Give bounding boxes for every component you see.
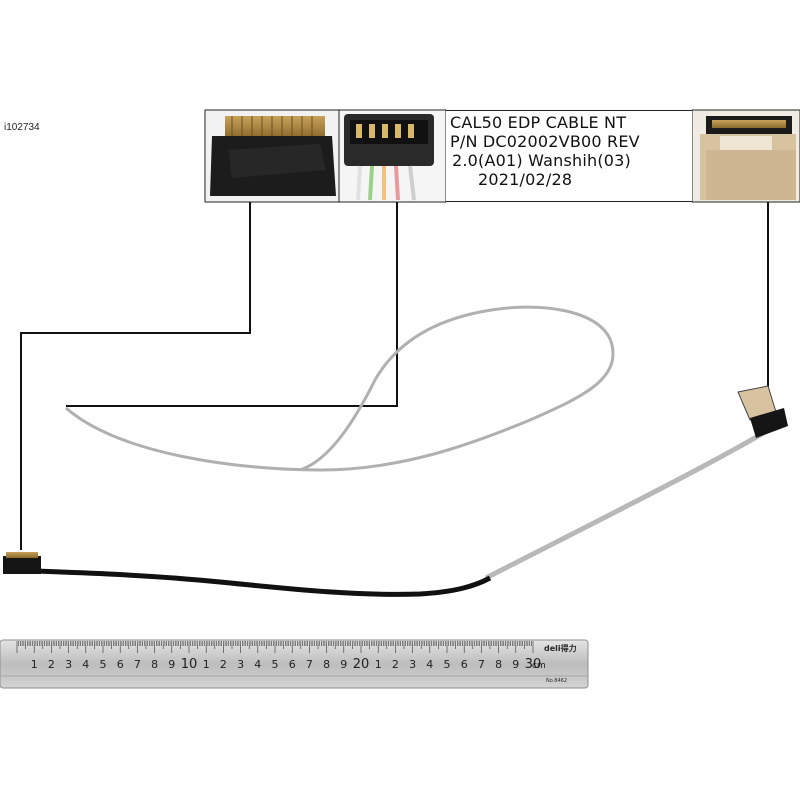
ruler-tick-label: 5 — [100, 658, 107, 671]
ruler-tick-label: 6 — [289, 658, 296, 671]
ruler-tick-label: 2 — [48, 658, 55, 671]
ruler-tick-label: 3 — [65, 658, 72, 671]
ruler-brand: deli得力 — [544, 644, 577, 653]
ruler-tick-label: 8 — [151, 658, 158, 671]
ruler-tick-label: 4 — [254, 658, 261, 671]
ruler-model-number: No.8462 — [546, 678, 568, 684]
ruler-tick-label: 6 — [461, 658, 468, 671]
sku-number: i102734 — [4, 122, 40, 133]
ruler-tick-label: 7 — [478, 658, 485, 671]
label-line-1: CAL50 EDP CABLE NT — [450, 113, 627, 132]
label-line-4: 2021/02/28 — [478, 170, 573, 189]
ruler-tick-label: 2 — [392, 658, 399, 671]
ruler-tick-label: 6 — [117, 658, 124, 671]
left-panel-connector — [3, 552, 41, 574]
ruler-tick-label: 1 — [375, 658, 382, 671]
grey-wire-loop — [65, 305, 615, 472]
ruler-tick-label: 4 — [82, 658, 89, 671]
leader-lines — [20, 202, 769, 550]
right-panel-connector — [737, 385, 788, 438]
connector-inset-power — [338, 109, 447, 203]
part-label: CAL50 EDP CABLE NT P/N DC02002VB00 REV 2… — [446, 110, 692, 202]
ruler-tick-label: 8 — [495, 658, 502, 671]
connector-inset-right — [691, 109, 800, 203]
black-main-cable — [7, 567, 492, 597]
ruler-tick-label: 7 — [134, 658, 141, 671]
ruler-tick-label: 9 — [168, 658, 175, 671]
ruler-tick-label: 3 — [237, 658, 244, 671]
connector-inset-left — [204, 109, 340, 203]
ruler-tick-label: 10 — [181, 657, 198, 672]
ruler-tick-label: 9 — [340, 658, 347, 671]
ruler-ticks — [16, 641, 534, 653]
label-line-3: 2.0(A01) Wanshih(03) — [452, 151, 631, 170]
ruler-tick-label: 5 — [272, 658, 279, 671]
ruler-tick-label: 4 — [426, 658, 433, 671]
ruler-tick-label: 1 — [31, 658, 38, 671]
ruler-tick-label: 3 — [409, 658, 416, 671]
ruler-unit-label: cm — [532, 661, 546, 671]
ruler-tick-label: 8 — [323, 658, 330, 671]
grey-wire-right — [484, 425, 774, 581]
ruler-tick-label: 7 — [306, 658, 313, 671]
ruler-tick-label: 30 — [525, 657, 542, 672]
ruler-tick-label: 9 — [512, 658, 519, 671]
ruler-tick-label: 5 — [444, 658, 451, 671]
label-line-2: P/N DC02002VB00 REV — [450, 132, 640, 151]
ruler-tick-label: 1 — [203, 658, 210, 671]
ruler-tick-label: 2 — [220, 658, 227, 671]
ruler-tick-label: 20 — [353, 657, 370, 672]
